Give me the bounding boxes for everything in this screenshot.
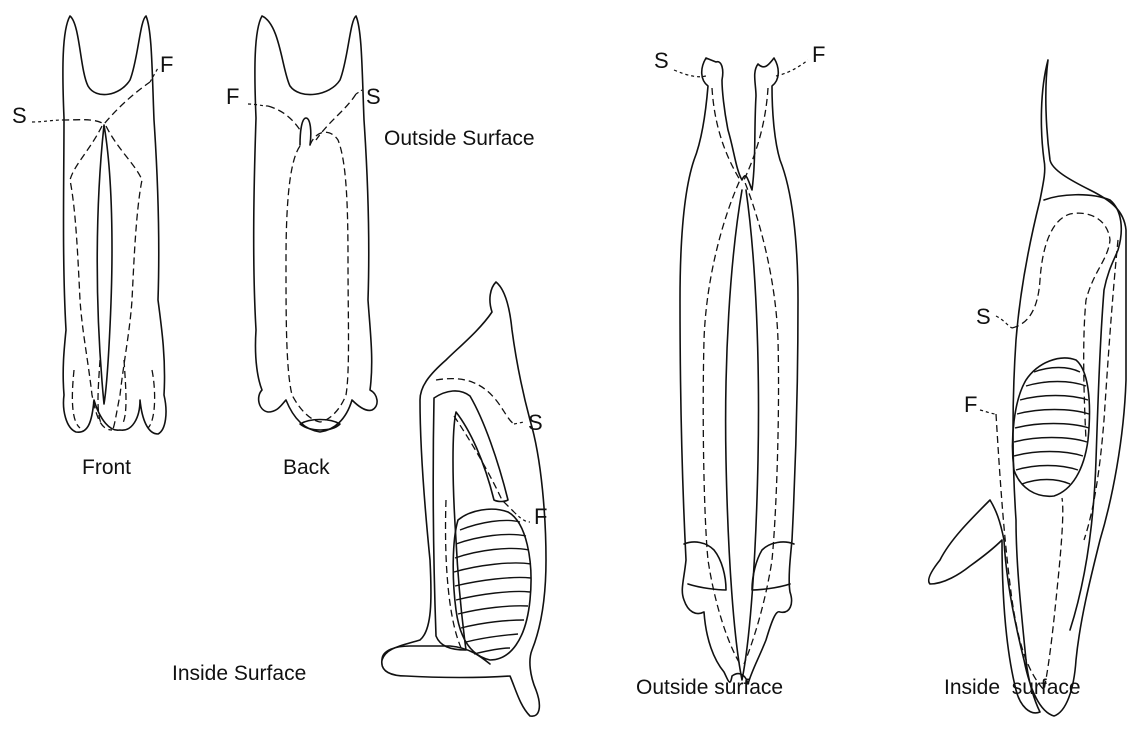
outside-large-f-leader bbox=[776, 60, 808, 76]
inside-large-f-leader bbox=[980, 410, 996, 414]
back-spine-tip bbox=[300, 118, 311, 145]
front-caption: Front bbox=[82, 456, 131, 479]
back-s-leader bbox=[356, 90, 362, 94]
outside-large-f-label: F bbox=[812, 42, 825, 67]
outside-large-dashed-left bbox=[703, 88, 740, 664]
inside-small-s-leader bbox=[514, 422, 524, 424]
back-view: F S Back bbox=[226, 16, 381, 479]
outside-view-large: S F bbox=[654, 42, 825, 684]
inside-large-outline bbox=[929, 60, 1126, 716]
back-f-leader bbox=[248, 104, 268, 106]
outside-large-hock-left bbox=[684, 542, 726, 590]
inside-small-dashed-f bbox=[454, 416, 514, 512]
inside-surface-caption-large: Inside surface bbox=[944, 676, 1081, 699]
front-s-label: S bbox=[12, 103, 27, 128]
inside-large-s-label: S bbox=[976, 304, 991, 329]
front-dashed-legs bbox=[72, 360, 154, 428]
back-dashed-top bbox=[268, 94, 356, 140]
back-tail bbox=[300, 420, 340, 431]
front-s-leader bbox=[32, 120, 62, 122]
inside-large-ribcage bbox=[1013, 358, 1090, 496]
outside-large-center-seam bbox=[726, 190, 759, 680]
inside-large-ribs bbox=[1014, 368, 1089, 485]
inside-large-f-label: F bbox=[964, 392, 977, 417]
inside-small-s-label: S bbox=[528, 410, 543, 435]
front-f-leader bbox=[150, 68, 158, 82]
inside-small-outline bbox=[382, 282, 546, 716]
inside-small-ribs bbox=[454, 520, 531, 654]
inside-large-s-leader bbox=[996, 316, 1012, 328]
inside-small-f-label: F bbox=[534, 504, 547, 529]
back-outline bbox=[254, 16, 377, 432]
inside-large-dashed-f bbox=[996, 414, 1063, 690]
front-view: S F Front bbox=[12, 16, 173, 479]
back-caption: Back bbox=[283, 456, 330, 479]
inside-view-small: S F bbox=[382, 282, 548, 716]
back-dashed-outline bbox=[286, 132, 349, 422]
outside-surface-caption-small: Outside Surface bbox=[384, 127, 535, 150]
outside-large-s-label: S bbox=[654, 48, 669, 73]
outside-large-dashed-right bbox=[744, 88, 779, 664]
back-f-label: F bbox=[226, 84, 239, 109]
front-dashed-cross bbox=[62, 82, 150, 124]
back-s-label: S bbox=[366, 84, 381, 109]
front-f-label: F bbox=[160, 52, 173, 77]
inside-small-dashed-s bbox=[436, 379, 514, 424]
inside-view-large: S F bbox=[929, 60, 1126, 716]
front-outline bbox=[63, 16, 166, 434]
outside-large-hock-right bbox=[752, 542, 794, 590]
outside-large-outline bbox=[680, 58, 798, 684]
inside-large-dashed-s bbox=[1012, 213, 1110, 440]
inside-small-flank bbox=[382, 646, 490, 664]
inside-large-dashed-spine bbox=[1084, 240, 1118, 540]
outside-surface-caption-large: Outside surface bbox=[636, 676, 783, 699]
inside-surface-caption-small: Inside Surface bbox=[172, 662, 306, 685]
